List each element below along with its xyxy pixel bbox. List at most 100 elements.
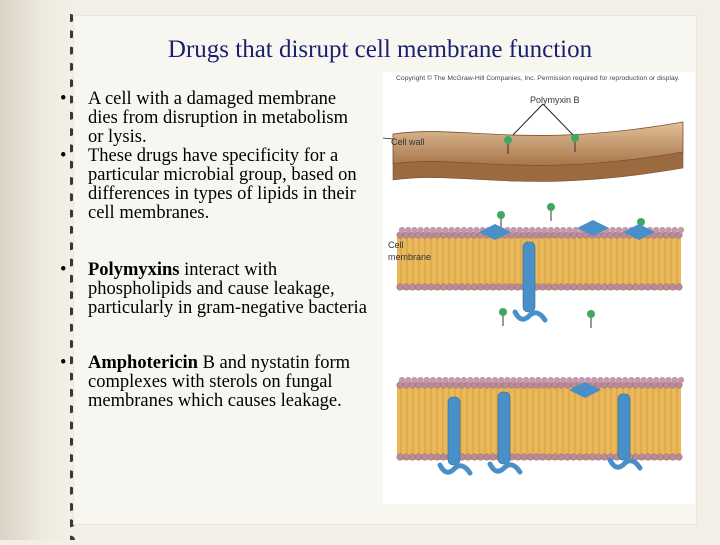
protein-loop: [487, 461, 523, 475]
lipid-head: [526, 453, 534, 461]
lipid-head: [563, 453, 571, 461]
lipid-head: [405, 376, 412, 384]
lipid-head: [417, 226, 424, 234]
lipid-head: [501, 283, 509, 291]
lipid-head: [553, 226, 561, 234]
lipid-head: [601, 283, 609, 291]
lipid-head: [607, 283, 615, 291]
lipid-head: [405, 226, 412, 234]
lipid-head: [545, 453, 553, 461]
lipid-head: [634, 376, 641, 384]
pointer-line: [542, 103, 576, 138]
lipid-head: [510, 376, 517, 384]
bullet-list: •A cell with a damaged membrane dies fro…: [58, 90, 368, 411]
lipid-head: [489, 453, 497, 461]
lipid-head: [489, 283, 497, 291]
lipid-head: [415, 453, 423, 461]
protein-top: [577, 220, 609, 236]
lipid-head: [479, 376, 486, 384]
lipid-head: [582, 283, 590, 291]
lipid-head: [473, 226, 480, 234]
lipid-head: [560, 376, 567, 384]
lipid-head: [498, 376, 505, 384]
lipid-head: [467, 376, 474, 384]
lipid-head: [582, 453, 590, 461]
bullet-item: •These drugs have specificity for a part…: [58, 147, 368, 223]
lipid-head: [442, 226, 449, 234]
pointer-line: [510, 103, 544, 138]
lipid-head: [448, 376, 455, 384]
lipid-head: [541, 226, 548, 234]
lipid-head: [594, 283, 602, 291]
lipid-head: [411, 226, 418, 234]
lipid-head: [448, 226, 455, 234]
membrane-protein: [522, 241, 536, 313]
lipid-head: [615, 226, 623, 234]
lipid-head: [522, 226, 530, 234]
lipid-head: [665, 226, 672, 234]
lipid-head: [669, 283, 677, 291]
protein-top: [569, 382, 601, 398]
polymyxin-molecule-icon: [571, 134, 579, 142]
membrane-protein: [617, 393, 631, 461]
lipid-head: [458, 283, 466, 291]
lipid-head: [495, 283, 503, 291]
lipid-head: [439, 283, 447, 291]
lipid-head: [429, 376, 437, 384]
lipid-head: [411, 376, 418, 384]
lipid-head: [644, 283, 652, 291]
bullet-text: Amphotericin B and nystatin form complex…: [88, 353, 350, 411]
bullet-dot: •: [60, 353, 67, 373]
bullet-text-part: These drugs have specificity for a parti…: [88, 146, 357, 223]
membrane-protein: [497, 391, 511, 465]
lipid-head: [514, 453, 522, 461]
lipid-head: [671, 226, 678, 234]
lipid-head: [539, 453, 547, 461]
lipid-head: [429, 226, 437, 234]
membrane-protein: [447, 396, 461, 466]
lipid-head: [653, 226, 660, 234]
lipid-head: [547, 226, 554, 234]
lipid-head: [446, 283, 454, 291]
lipid-head: [551, 283, 559, 291]
lipid-head: [477, 453, 485, 461]
lipid-head: [473, 376, 480, 384]
lipid-head: [619, 283, 627, 291]
lipid-head: [615, 376, 623, 384]
lipid-head: [572, 376, 579, 384]
lipid-head: [522, 376, 530, 384]
polymyxin-molecule-icon: [497, 211, 505, 219]
polymyxin-molecule-icon: [504, 136, 512, 144]
lipid-head: [436, 226, 443, 234]
lipid-head: [483, 283, 491, 291]
lipid-head: [603, 376, 610, 384]
disrupted-membrane: [396, 376, 685, 461]
lipid-head: [532, 453, 540, 461]
lipid-head: [576, 453, 584, 461]
lipid-head: [669, 453, 677, 461]
lipid-head: [609, 376, 616, 384]
membrane-illustration: [382, 72, 695, 504]
lipid-head: [415, 283, 423, 291]
lipid-head: [566, 226, 573, 234]
lipid-head: [677, 226, 685, 234]
lipid-head: [454, 376, 461, 384]
lipid-head: [529, 226, 536, 234]
lipid-head: [663, 453, 671, 461]
lipid-head: [638, 283, 646, 291]
lipid-head: [656, 453, 664, 461]
lipid-head: [398, 226, 406, 234]
bullet-item: •A cell with a damaged membrane dies fro…: [58, 90, 368, 147]
bullet-bold-term: Polymyxins: [88, 260, 180, 280]
lipid-head: [557, 453, 565, 461]
lipid-head: [675, 453, 683, 461]
polymyxin-molecule-icon: [587, 310, 595, 318]
bullet-text-part: interact with phospholipids and cause le…: [88, 260, 367, 318]
lipid-head: [477, 283, 485, 291]
cell-wall-side: [392, 151, 684, 182]
lipid-head: [408, 283, 416, 291]
protein-loop: [607, 457, 643, 471]
lipid-head: [417, 376, 424, 384]
lipid-head: [427, 283, 435, 291]
lipid-head: [601, 453, 609, 461]
